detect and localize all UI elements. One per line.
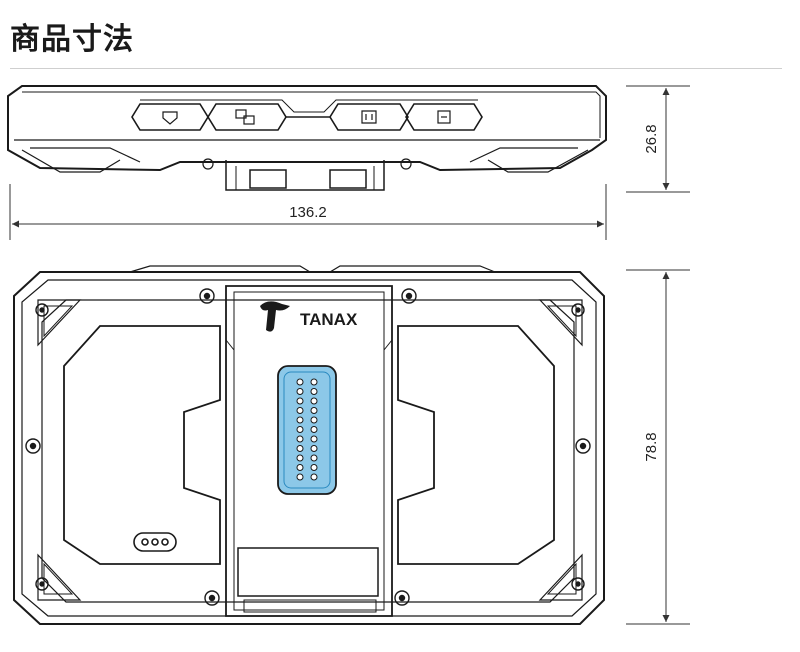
front-view (13, 265, 605, 625)
connector-pin (310, 397, 318, 405)
connector-pin (310, 407, 318, 414)
connector-pin (310, 426, 318, 433)
connector-pin (310, 464, 318, 471)
connector-pin (310, 378, 318, 386)
connector-pin (310, 435, 318, 443)
connector-pin (296, 464, 304, 471)
depth-dimension-label: 26.8 (643, 124, 660, 153)
top-button-icons (162, 109, 451, 125)
three-dot-port (133, 532, 177, 552)
connector-pin (296, 407, 304, 414)
connector-pin (296, 445, 304, 452)
connector-pin (310, 416, 318, 424)
connector-pin (296, 388, 304, 395)
connector-pin (310, 473, 318, 481)
top-button-group (131, 99, 483, 131)
width-dimension-label: 136.2 (289, 204, 327, 221)
tanax-logo-text: TANAX (300, 310, 358, 329)
connector-pin (296, 426, 304, 433)
connector-pin (296, 454, 304, 462)
height-dimension-label: 78.8 (643, 432, 660, 461)
connector-pin (310, 388, 318, 395)
connector-pin (310, 454, 318, 462)
dimension-lines (9, 85, 690, 625)
connector-pin (296, 473, 304, 481)
pin-connector (277, 365, 337, 495)
tanax-logo: TANAX (260, 301, 358, 332)
connector-pin (296, 416, 304, 424)
screw-group (25, 288, 591, 606)
connector-pin (296, 397, 304, 405)
connector-pin (296, 435, 304, 443)
top-view (7, 85, 607, 191)
page-title: 商品寸法 (10, 22, 134, 57)
connector-pin (296, 378, 304, 386)
connector-pin (310, 445, 318, 452)
title-divider (10, 68, 782, 69)
